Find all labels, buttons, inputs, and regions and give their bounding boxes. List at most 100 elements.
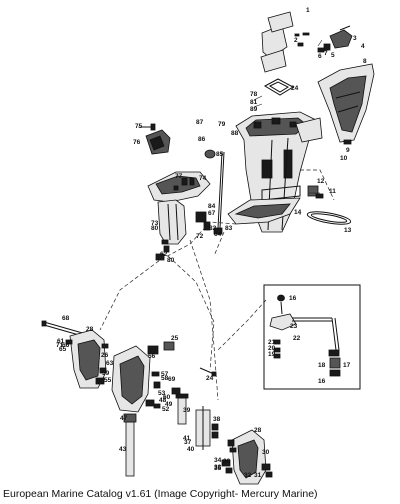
part-seal-ring [306,211,352,225]
part-cowl-cover [317,63,375,145]
callout-label: 80 [167,257,175,264]
callout-label: 89 [250,106,258,113]
callout-label: 74 [199,175,207,182]
part-stop-block [147,341,175,355]
callout-label: 33 [214,464,222,471]
callout-label: 2 [294,37,298,44]
callout-label: 57 [161,371,169,378]
callout-label: 53 [158,390,166,397]
callout-label: 88 [231,130,239,137]
callout-label: 75 [135,123,143,130]
callout-label: 34 [214,457,222,464]
callout-label: 70 [97,379,105,386]
part-clamp-bracket-right [221,429,273,485]
callout-label: 52 [162,406,170,413]
callout-label: 78 [250,91,258,98]
callout-label: 65 [59,346,67,353]
callout-label: 47 [120,415,128,422]
part-lower-mount [157,199,223,245]
callout-label: 14 [294,209,302,216]
part-cylinder [195,406,219,450]
callout-label: 43 [119,446,127,453]
callout-label: 60 [163,394,171,401]
callout-label: 55 [104,377,112,384]
part-gasket-upper [263,78,295,96]
callout-label: 31 [254,472,262,479]
callout-label: 83 [225,225,233,232]
callout-label: 72 [196,233,204,240]
callout-label: 10 [340,155,348,162]
callout-label: 20 [268,345,276,352]
callout-label: 30 [223,458,231,465]
callout-label: 40 [187,446,195,453]
callout-label: 61 [57,338,65,345]
callout-label: 62 [160,251,168,258]
callout-label: 49 [165,401,173,408]
callout-label: 7 [324,50,328,57]
part-water-tube [217,151,225,229]
callout-labels: 1 2 3 4 5 6 7 8 9 10 11 12 13 14 16 16 1… [56,7,367,479]
part-mount-78 [145,129,171,155]
callout-label: 11 [329,188,336,195]
part-antiventilation-plate [227,197,301,225]
callout-label: 12 [317,178,325,185]
callout-label: 16 [318,378,326,385]
part-bolt-77 [142,123,156,131]
part-upper-mount-assembly [147,171,211,203]
part-bushing [307,185,324,199]
callout-label: 18 [318,362,326,369]
callout-leader-lines [138,39,323,215]
callout-label: 76 [133,139,141,146]
callout-label: 9 [346,147,350,154]
callout-label: 3 [353,35,357,42]
callout-label: 19 [268,351,276,358]
callout-label: 81 [250,99,258,106]
callout-label: 58 [161,375,169,382]
callout-label: 16 [289,295,297,302]
callout-label: 82 [209,225,217,232]
part-grommet-89 [204,149,216,159]
part-swivel-bracket [111,345,161,413]
callout-label: 48 [159,397,167,404]
callout-label: 1 [306,7,310,14]
callout-label: 13 [344,227,352,234]
assembly-dashed-lines [99,169,335,401]
callout-label: 23 [290,323,298,330]
callout-label: 66 [62,342,70,349]
callout-label: 79 [218,121,226,128]
callout-label: 80 [151,225,159,232]
callout-label: 56 [148,353,156,360]
callout-label: 69 [168,376,176,383]
callout-label: 71 [56,342,64,349]
callout-label: 25 [171,335,179,342]
part-shock-assembly [171,387,189,425]
callout-label: 64 [214,231,222,238]
callout-label: 87 [196,119,204,126]
callout-label: 85 [216,151,224,158]
callout-label: 24 [206,375,214,382]
callout-label: 67 [208,210,216,217]
callout-label: 21 [268,339,276,346]
part-side-cover [295,117,323,143]
callout-label: 17 [343,362,351,369]
callout-label: 8 [363,58,367,65]
callout-label: 38 [213,416,221,423]
callout-label: 86 [198,136,206,143]
part-exhaust-tube [260,11,310,73]
callout-label: 63 [106,360,114,367]
callout-label: 24 [291,85,299,92]
callout-label: 41 [183,435,191,442]
part-tilt-pin [123,413,137,477]
callout-label: 32 [244,472,252,479]
callout-label: 59 [102,370,110,377]
part-grommet-group [317,25,353,53]
callout-label: 22 [293,335,301,342]
image-caption: European Marine Catalog v1.61 (Image Cop… [3,488,318,500]
callout-label: 28 [254,427,262,434]
callout-label: 6 [318,53,322,60]
callout-label: 4 [361,43,365,50]
part-hardware-81 [155,239,170,261]
inset-steering-link [263,284,361,390]
